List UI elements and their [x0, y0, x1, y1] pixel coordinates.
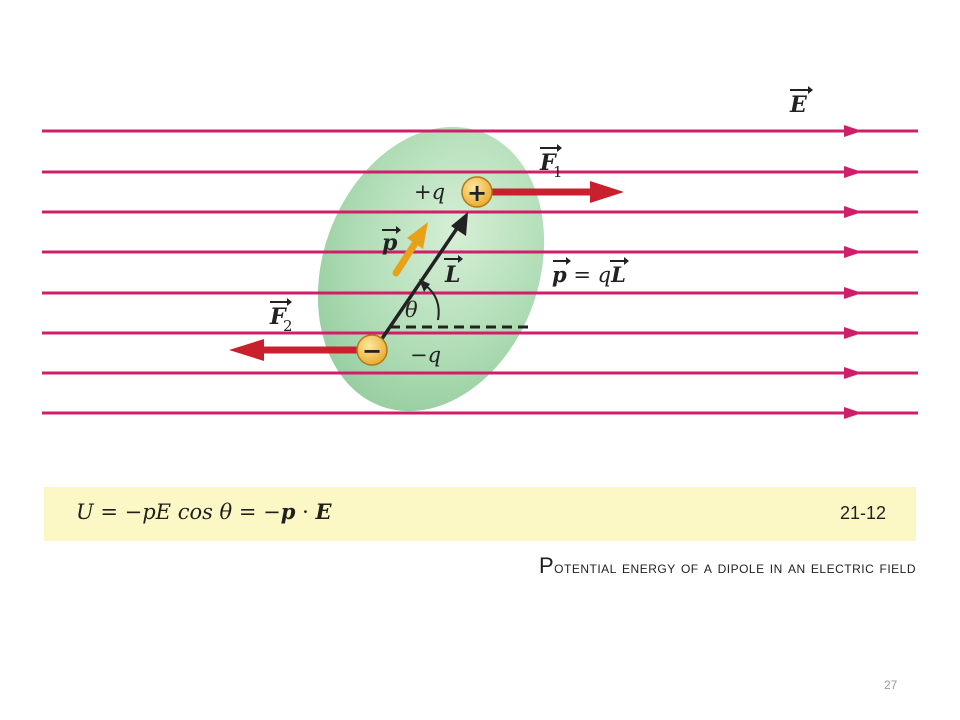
equation-e-vector: E: [315, 499, 332, 524]
dipole-relation: p = qL: [552, 257, 629, 287]
positive-charge-symbol: +: [467, 179, 487, 207]
positive-charge: +: [461, 176, 493, 208]
dipole-label: p: [382, 226, 401, 256]
field-line-arrowhead: [844, 246, 862, 258]
equation-dot: ·: [295, 500, 316, 524]
vector-arrow-icon: [382, 226, 401, 234]
vector-arrow-icon: [553, 257, 571, 265]
dipole-label-text: p: [382, 230, 398, 256]
force2-label: F 2: [269, 298, 293, 335]
dipole-diagram: + − E F 1 F 2 +q −q p L θ p = qL: [42, 86, 918, 419]
field-line-arrowhead: [844, 407, 862, 419]
equation-p-vector: p: [280, 499, 296, 524]
force1-subscript: 1: [553, 163, 563, 181]
dipole-moment-arrowhead: [407, 222, 428, 249]
relation-rhs: L: [610, 262, 626, 287]
force2-subscript: 2: [283, 317, 293, 335]
field-line-arrowhead: [844, 367, 862, 379]
force1-label-text: F: [539, 150, 557, 176]
svg-text:p = qL: p = qL: [552, 262, 626, 287]
force2-label-text: F: [269, 304, 287, 330]
potential-energy-equation: U = −pE cos θ = −p · E: [76, 499, 331, 524]
force2-arrowhead: [229, 339, 264, 361]
field-label: E: [789, 86, 813, 118]
angle-arc: [424, 284, 440, 321]
field-line-arrowhead: [844, 287, 862, 299]
negative-charge-label: −q: [410, 343, 441, 367]
caption-rest: otential energy of a dipole in an electr…: [554, 558, 916, 577]
force1-label: F 1: [539, 144, 563, 181]
field-line-arrowhead: [844, 166, 862, 178]
field-line-arrowhead: [844, 125, 862, 137]
field-lines: [42, 125, 918, 419]
vector-arrow-icon: [444, 255, 463, 263]
positive-charge-label: +q: [414, 180, 445, 204]
dipole-moment-arrow: [392, 238, 420, 277]
vector-arrow-icon: [540, 144, 562, 152]
relation-lhs: p: [552, 262, 567, 287]
equation-text: U = −pE cos θ = −: [76, 500, 281, 524]
separation-label: L: [444, 255, 463, 288]
separation-vector: [373, 220, 464, 350]
slide-number: 27: [884, 678, 898, 692]
figure-caption: Potential energy of a dipole in an elect…: [539, 553, 916, 579]
separation-label-text: L: [444, 262, 460, 288]
negative-charge: −: [356, 334, 388, 366]
vector-arrow-icon: [270, 298, 292, 306]
caption-first-letter: P: [538, 553, 555, 578]
equation-box: U = −pE cos θ = −p · E 21-12: [44, 487, 916, 541]
field-line-arrowhead: [844, 327, 862, 339]
separation-vector-arrowhead: [451, 212, 468, 236]
vector-arrow-icon: [790, 86, 813, 94]
negative-charge-symbol: −: [362, 337, 382, 365]
relation-eq: = q: [567, 263, 611, 287]
field-label-text: E: [789, 92, 808, 118]
field-line-arrowhead: [844, 206, 862, 218]
vector-arrow-icon: [610, 257, 629, 265]
angle-label: θ: [405, 298, 418, 322]
equation-number: 21-12: [839, 503, 886, 523]
force1-arrowhead: [590, 181, 624, 203]
